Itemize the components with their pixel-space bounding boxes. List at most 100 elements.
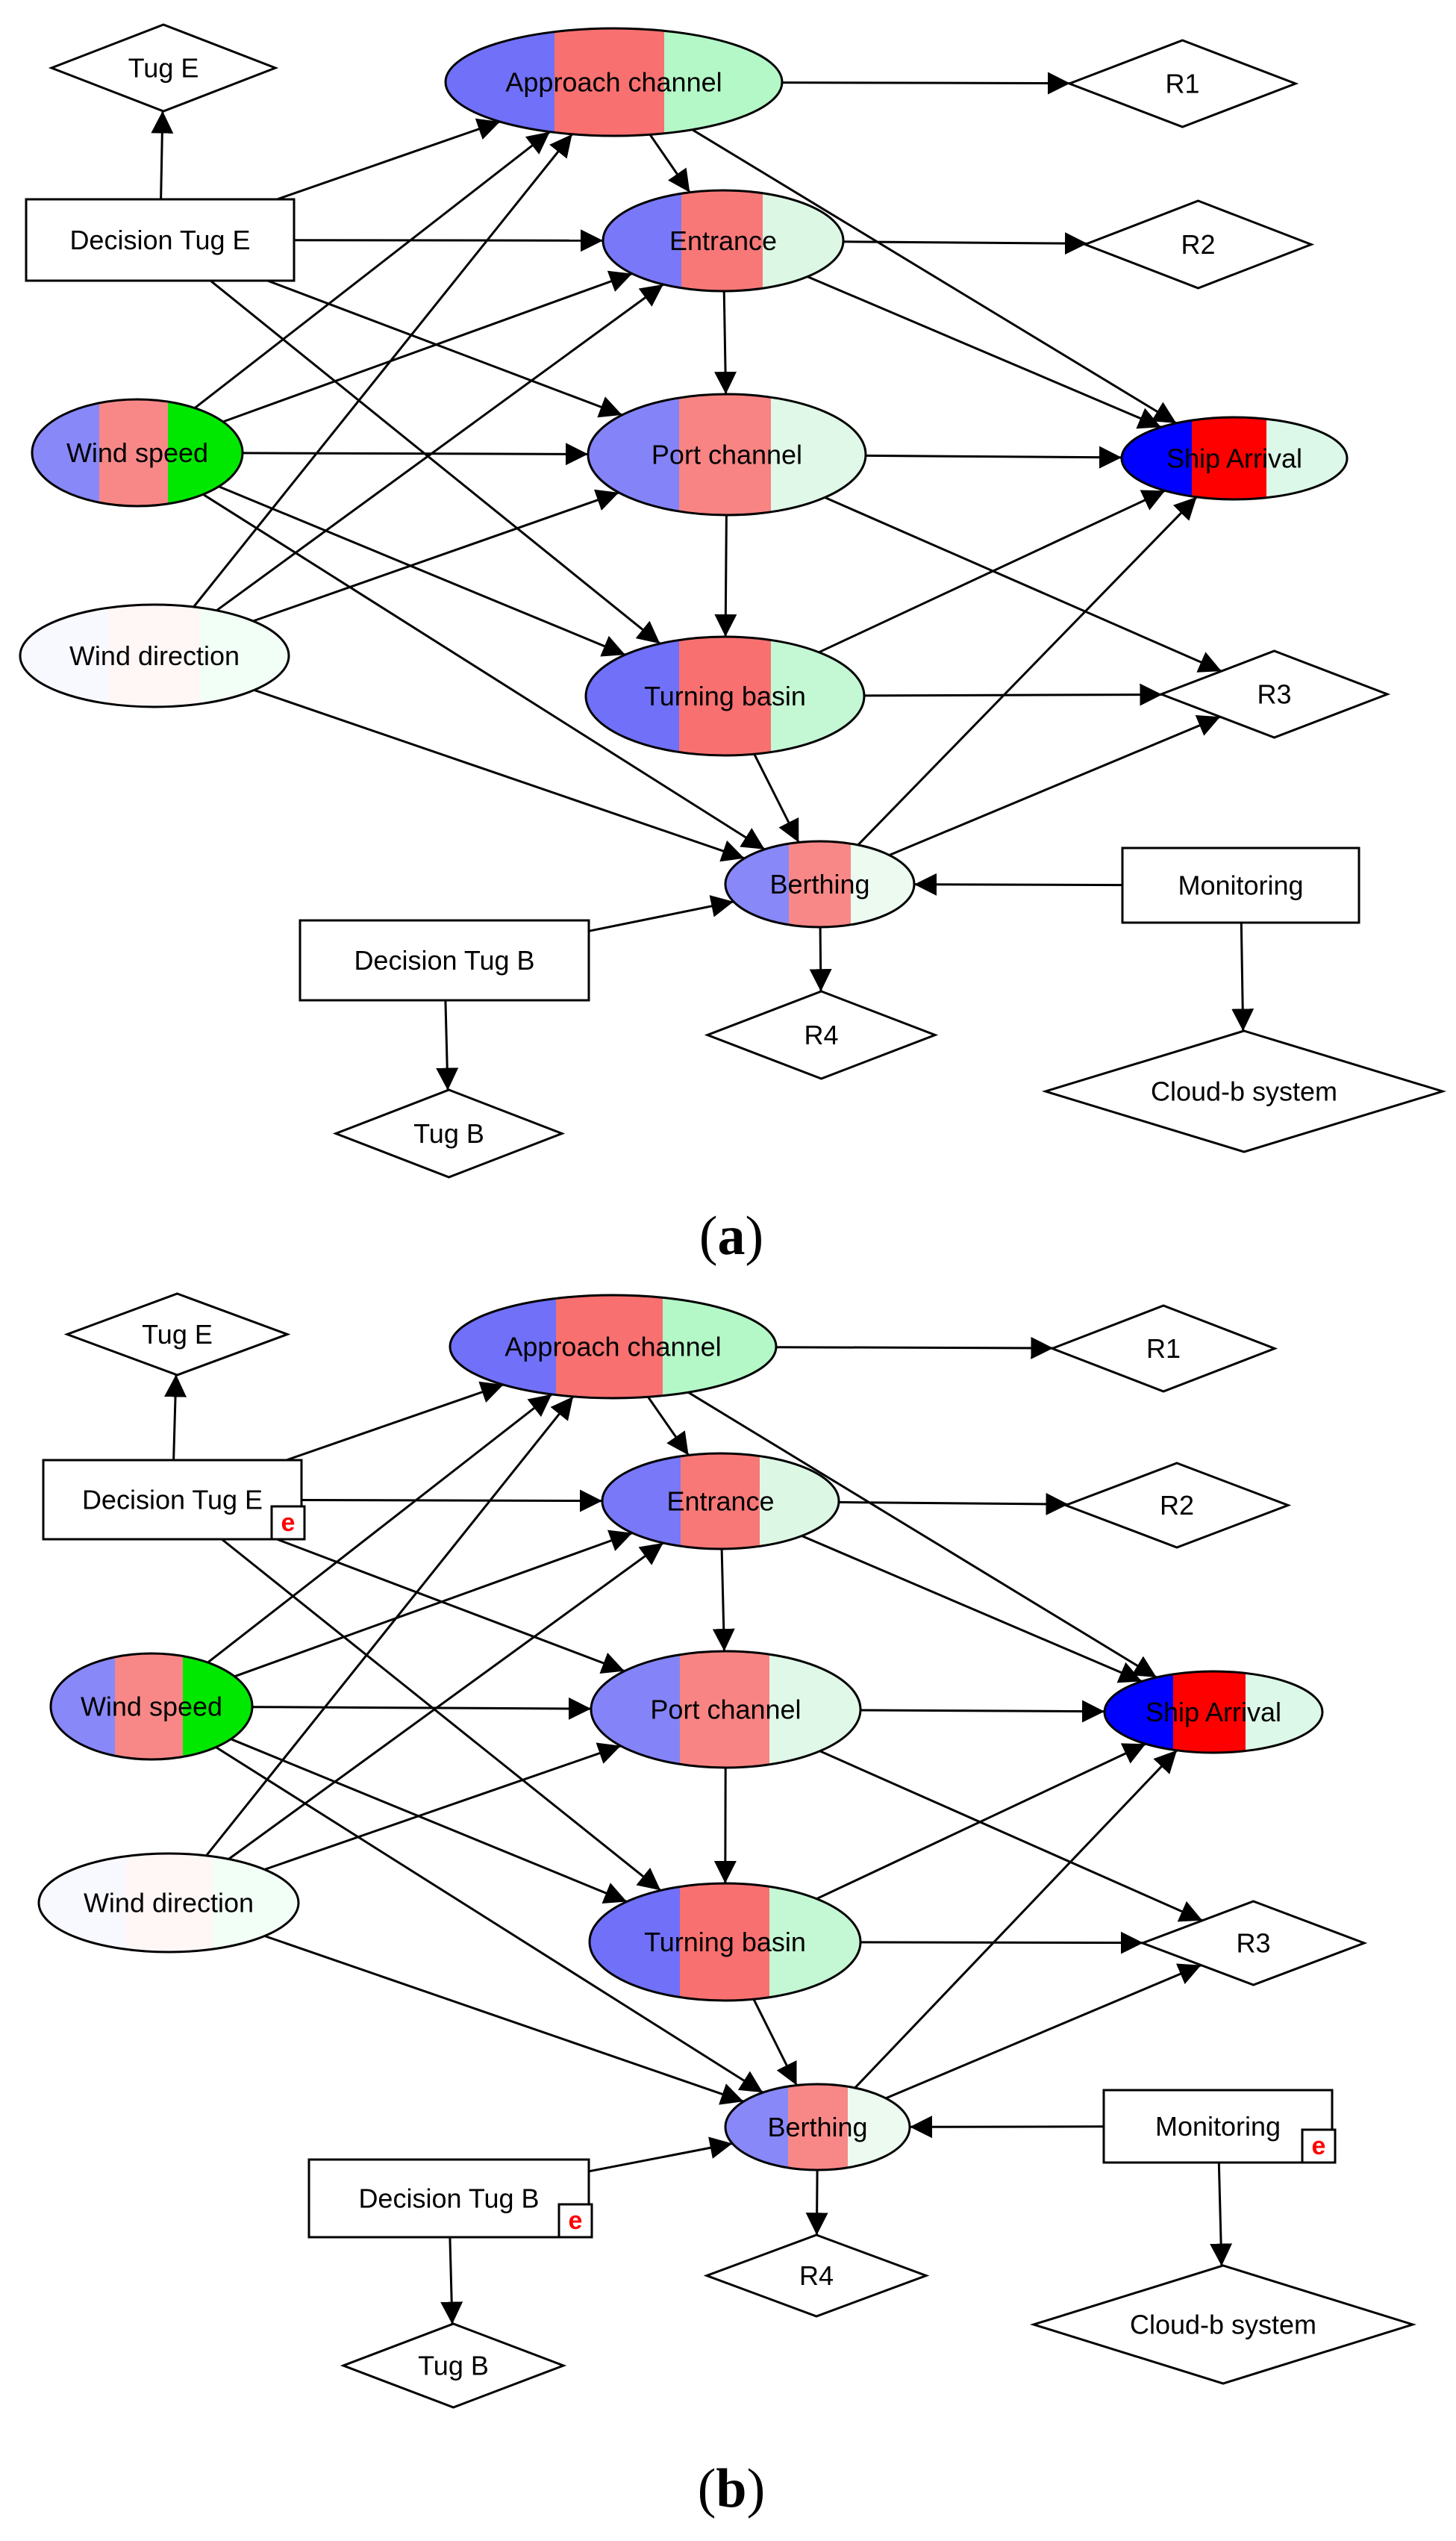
node-label: Approach channel [505,67,722,98]
node-ship-arrival[interactable]: Ship Arrival [1103,1670,1324,1754]
svg-text:e: e [281,1509,296,1537]
node-approach-channel[interactable]: Approach channel [444,27,784,137]
edge-decision-tug-e-to-entrance [293,229,604,252]
nodes: Tug E Decision Tug E Approach channel R1Ent… [19,23,1447,1179]
utility-node-diamond [1139,1900,1368,1986]
node-wind-speed[interactable]: Wind speed [49,1652,254,1761]
node-turning-basin[interactable]: Turning basin [588,1882,862,2002]
utility-node-diamond [1157,649,1391,739]
node-tug-e[interactable]: Tug E [48,23,279,113]
node-decision-tug-e[interactable]: Decision Tug E [25,198,296,282]
panel-b: Tug E Decision Tug Ee Approach channel R1En… [37,1292,1417,2519]
state-bar-2 [115,1653,183,1759]
state-bar-2 [681,190,763,291]
edge-wind-direction-to-port-channel [263,1742,622,1871]
node-label: Ship Arrival [1146,1697,1281,1727]
node-label: Entrance [669,225,777,256]
edge-decision-tug-e-to-tug-e [164,1374,187,1461]
node-label: Wind direction [84,1888,254,1918]
edge-port-channel-to-ship-arrival [865,446,1122,469]
node-label: Wind speed [81,1692,222,1722]
edge-entrance-to-r2 [838,1492,1069,1515]
node-label: Monitoring [1178,870,1303,901]
evidence-badge-icon: e [270,1505,306,1541]
node-r1[interactable]: R1 [1049,1304,1278,1393]
edge-wind-direction-to-berthing [264,1935,744,2105]
edge-approach-channel-to-entrance [647,1396,690,1456]
node-decision-tug-b[interactable]: Decision Tug Be [307,2158,593,2239]
chance-node-outline [449,1294,778,1400]
node-cloud-b-system[interactable]: Cloud-b system [1029,2264,1417,2385]
state-bar-2 [556,1295,663,1398]
edge-berthing-to-r3 [885,1963,1202,2100]
node-label: R1 [1146,1333,1181,1364]
edge-wind-speed-to-port-channel [251,1697,592,1720]
node-turning-basin[interactable]: Turning basin [584,635,866,757]
node-label: Turning basin [644,1927,806,1957]
node-r3[interactable]: R3 [1139,1900,1368,1986]
node-r2[interactable]: R2 [1062,1462,1292,1549]
node-r2[interactable]: R2 [1081,199,1315,290]
node-approach-channel[interactable]: Approach channel [449,1294,778,1400]
node-decision-tug-e[interactable]: Decision Tug Ee [42,1459,306,1541]
node-label: Turning basin [644,681,806,711]
edge-entrance-to-port-channel [714,290,737,395]
state-bar-2 [789,841,851,927]
node-label: Decision Tug B [358,2183,539,2214]
edge-turning-basin-to-berthing [752,1998,798,2086]
state-bar-2 [788,2084,848,2170]
edge-berthing-to-ship-arrival [854,1749,1178,2089]
panel-caption: (b) [698,2458,765,2519]
node-tug-b[interactable]: Tug B [332,1088,566,1179]
node-tug-e[interactable]: Tug E [63,1292,291,1376]
node-ship-arrival[interactable]: Ship Arrival [1120,416,1349,501]
node-port-channel[interactable]: Port channel [587,393,867,517]
edge-decision-tug-e-to-port-channel [266,279,623,418]
chance-node-outline [590,1650,862,1769]
edge-wind-speed-to-berthing [202,493,766,851]
state-bar-2 [681,1453,760,1549]
node-r1[interactable]: R1 [1066,39,1299,128]
chance-node-outline [49,1652,254,1761]
node-cloud-b-system[interactable]: Cloud-b system [1041,1029,1447,1153]
node-tug-b[interactable]: Tug B [340,2322,567,2409]
edges [151,72,1255,1091]
node-label: Tug B [418,2351,489,2381]
node-berthing[interactable]: Berthing [724,2083,911,2171]
node-r4[interactable]: R4 [704,990,939,1080]
evidence-badge-icon: e [1301,2128,1337,2164]
state-bar-2 [680,1883,769,2001]
node-monitoring[interactable]: Monitoring [1121,847,1360,924]
state-bar-2 [680,1651,769,1768]
node-port-channel[interactable]: Port channel [590,1650,862,1769]
node-berthing[interactable]: Berthing [724,840,916,929]
node-label: Wind speed [66,437,208,468]
utility-node-diamond [703,2233,930,2318]
edge-wind-speed-to-entrance [234,1530,633,1678]
edge-wind-direction-to-port-channel [252,489,619,623]
node-label: Tug E [142,1319,213,1350]
node-label: Tug E [128,53,199,84]
node-entrance[interactable]: Entrance [602,189,845,293]
node-label: Ship Arrival [1166,443,1302,474]
edge-wind-speed-to-approach-channel [207,1393,553,1664]
node-r4[interactable]: R4 [703,2233,930,2318]
node-label: R3 [1236,1928,1270,1959]
edge-entrance-to-r2 [843,232,1088,255]
edge-approach-channel-to-r1 [775,1336,1054,1359]
state-bar-2 [1192,417,1266,499]
node-label: R1 [1165,69,1199,99]
node-wind-direction[interactable]: Wind direction [19,603,290,708]
node-r3[interactable]: R3 [1157,649,1391,739]
node-decision-tug-b[interactable]: Decision Tug B [299,919,590,1002]
chance-node-outline [19,603,290,708]
node-entrance[interactable]: Entrance [601,1452,840,1550]
edge-approach-channel-to-r1 [781,72,1071,95]
state-bar-2 [679,637,771,755]
node-wind-speed[interactable]: Wind speed [31,398,244,508]
utility-node-diamond [340,2322,567,2409]
decision-node-box [42,1459,303,1541]
node-wind-direction[interactable]: Wind direction [37,1852,300,1954]
